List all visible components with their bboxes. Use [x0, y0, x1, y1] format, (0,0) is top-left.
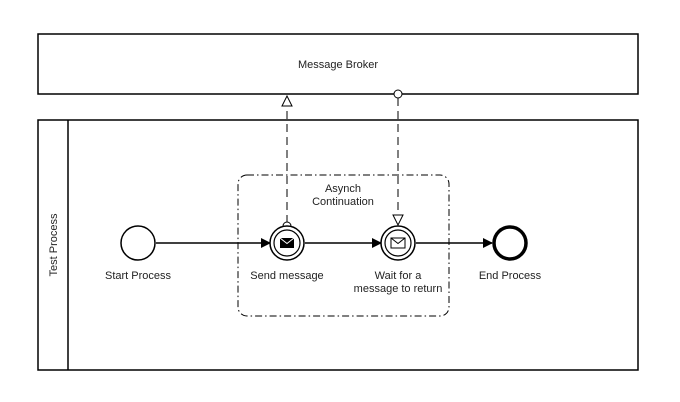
message-broker-pool[interactable]: Message Broker — [37, 33, 639, 95]
wait-message-label-line1: Wait for a — [375, 270, 423, 282]
asynch-continuation-group[interactable]: Asynch Continuation — [237, 174, 450, 317]
end-event[interactable]: End Process — [479, 225, 542, 282]
start-event-label: Start Process — [105, 270, 172, 282]
send-message-event[interactable]: Send message — [250, 225, 324, 282]
group-label-line1: Asynch — [325, 183, 361, 195]
send-message-label: Send message — [250, 270, 323, 282]
message-flow-broker-to-wait[interactable] — [393, 89, 403, 224]
envelope-outline-icon — [390, 237, 406, 249]
test-process-label: Test Process — [48, 213, 60, 276]
start-event[interactable]: Start Process — [105, 225, 172, 282]
wait-message-label-line2: message to return — [354, 283, 443, 295]
end-event-label: End Process — [479, 270, 542, 282]
end-event-circle — [492, 225, 528, 261]
message-flow-origin-circle — [393, 89, 403, 99]
wait-message-event[interactable]: Wait for a message to return — [354, 225, 443, 295]
group-label-line2: Continuation — [312, 196, 374, 208]
envelope-filled-icon — [279, 237, 295, 248]
start-event-circle — [120, 225, 156, 261]
message-broker-label: Message Broker — [298, 59, 378, 71]
